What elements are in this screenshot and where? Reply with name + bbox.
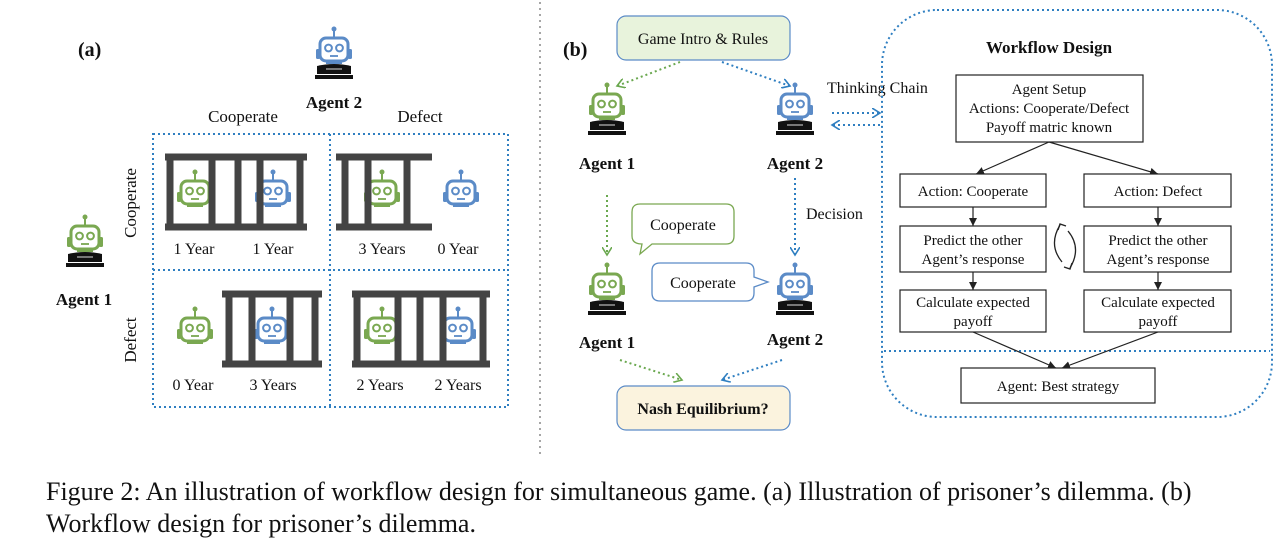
robot-agent2-icon [776,83,814,136]
payoff-value: 1 Year [174,241,216,258]
payoff-value: 0 Year [173,377,215,394]
agent-setup-line: Payoff matric known [986,120,1113,136]
action-cooperate-text: Action: Cooperate [918,184,1029,200]
nash-box [616,385,791,431]
decision-label: Decision [806,206,863,223]
game-intro-text: Game Intro & Rules [638,31,768,48]
action-defect-box [1083,173,1232,208]
payoff-value: 3 Years [249,377,296,394]
calc-left-line: payoff [954,314,993,330]
best-strategy-box [960,367,1156,404]
arrow-intro-agent1 [617,61,681,86]
nash-text: Nash Equilibrium? [637,401,768,418]
agent-setup-box [955,74,1144,143]
arrow-agent1-nash [619,359,682,380]
robot-agent1-icon [66,215,104,268]
col-header-defect: Defect [397,107,443,126]
arrow-agent2-nash [722,359,783,380]
row-header-cooperate: Cooperate [121,168,140,238]
bubble-agent1-text: Cooperate [650,217,716,234]
workflow-container [881,9,1273,418]
payoff-value: 1 Year [253,241,295,258]
agent2-label-b-top: Agent 2 [767,154,823,173]
action-cooperate-box [899,173,1047,208]
figure-caption: Figure 2: An illustration of workflow de… [46,477,1192,538]
predict-left-line: Predict the other [923,233,1022,249]
bubble-agent1 [631,203,735,256]
col-header-cooperate: Cooperate [208,107,278,126]
predict-left-box [899,225,1047,273]
bubble-agent2 [651,262,770,302]
robot-agent1-icon [588,263,626,316]
agent2-label-a: Agent 2 [306,93,362,112]
payoff-matrix [152,133,509,408]
agent1-label-b-top: Agent 1 [579,154,635,173]
arrow-intro-agent2 [721,61,790,86]
calc-right-line: Calculate expected [1101,295,1215,311]
predict-left-line: Agent’s response [922,252,1025,268]
agent-setup-line: Actions: Cooperate/Defect [969,101,1130,117]
agent-setup-line: Agent Setup [1012,82,1087,98]
agent1-label-a: Agent 1 [56,290,112,309]
payoff-value: 3 Years [358,241,405,258]
cell-defect-cooperate: 0 Year 3 Years [173,290,322,394]
cell-cooperate-defect: 3 Years 0 Year [336,153,481,258]
panel-a-label: (a) [78,39,101,61]
thinking-chain-label: Thinking Chain [827,80,928,97]
robot-agent2-icon [315,27,353,80]
calc-right-line: payoff [1139,314,1178,330]
robot-agent1-icon [588,83,626,136]
payoff-value: 2 Years [356,377,403,394]
agent1-label-b-bottom: Agent 1 [579,333,635,352]
robot-agent2-icon [776,263,814,316]
agent2-label-b-bottom: Agent 2 [767,330,823,349]
action-defect-text: Action: Defect [1114,184,1204,200]
cycle-icon [1053,223,1077,270]
game-intro-box [616,15,791,61]
calc-left-line: Calculate expected [916,295,1030,311]
row-header-defect: Defect [121,317,140,363]
workflow-title: Workflow Design [986,38,1113,57]
predict-right-line: Predict the other [1108,233,1207,249]
predict-right-line: Agent’s response [1107,252,1210,268]
panel-b-label: (b) [563,39,587,61]
bubble-agent2-text: Cooperate [670,275,736,292]
predict-right-box [1083,225,1232,273]
cell-cooperate-cooperate: 1 Year 1 Year [165,153,307,258]
payoff-value: 0 Year [438,241,480,258]
cell-defect-defect: 2 Years 2 Years [352,290,490,394]
best-strategy-text: Agent: Best strategy [997,379,1120,395]
payoff-value: 2 Years [434,377,481,394]
